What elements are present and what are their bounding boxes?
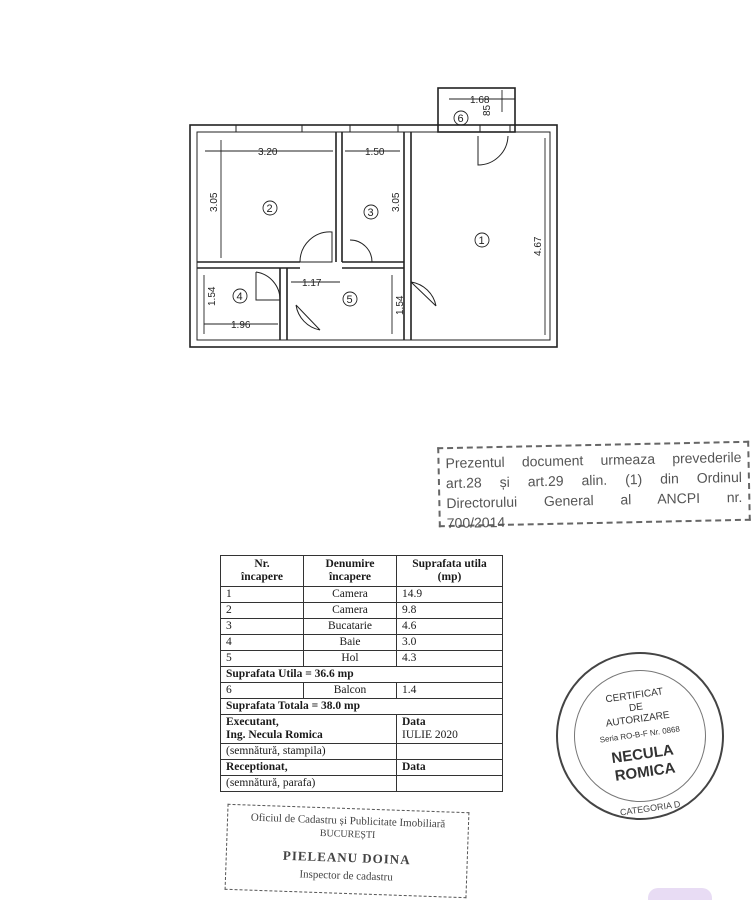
authorization-seal: CERTIFICAT DE AUTORIZARE Seria RO-B-F Nr… [545,641,735,831]
dim-room4-width: 1.96 [231,320,251,331]
room-number-3: 3 [368,207,374,219]
useful-total-row: Suprafata Utila = 36.6 mp [220,666,503,683]
balcony-outline [437,87,516,133]
legal-notice-stamp: Prezentul document urmeaza prevederile a… [437,440,751,531]
dim-room2-height: 3.05 [209,192,220,212]
outer-wall [189,124,558,348]
dim-balcony-width: 1.68 [470,95,490,106]
dim-room4-height: 1.54 [207,286,218,306]
header-area: Suprafata utila(mp) [396,555,503,587]
executant-sign-row: (semnătură, stampila) [220,743,503,760]
receptionat-sign-row: (semnătură, parafa) [220,775,503,792]
floor-plan: 1.68 85 3.20 1.50 3.05 3.05 4.67 1.54 1.… [189,87,558,348]
ocpi-stamp: Oficiul de Cadastru și Publicitate Imobi… [224,803,470,899]
dim-room3-height: 3.05 [391,192,402,212]
room-number-6: 6 [458,113,464,125]
dim-hall-width: 1.17 [302,278,322,289]
purple-mark [648,888,712,900]
dim-room3-width: 1.50 [365,147,385,158]
dim-hall-height: 1.54 [395,295,406,315]
grand-total-row: Suprafata Totala = 38.0 mp [220,698,503,715]
dim-room1-height: 4.67 [533,236,544,256]
room-number-4: 4 [237,291,243,303]
dim-balcony-depth: 85 [482,104,493,116]
dim-room2-width: 3.20 [258,147,278,158]
header-nr: Nr.încapere [220,555,304,587]
room-number-2: 2 [267,203,273,215]
room-number-5: 5 [347,294,353,306]
room-number-1: 1 [479,235,485,247]
receptionat-row: Receptionat,Data [220,759,503,776]
